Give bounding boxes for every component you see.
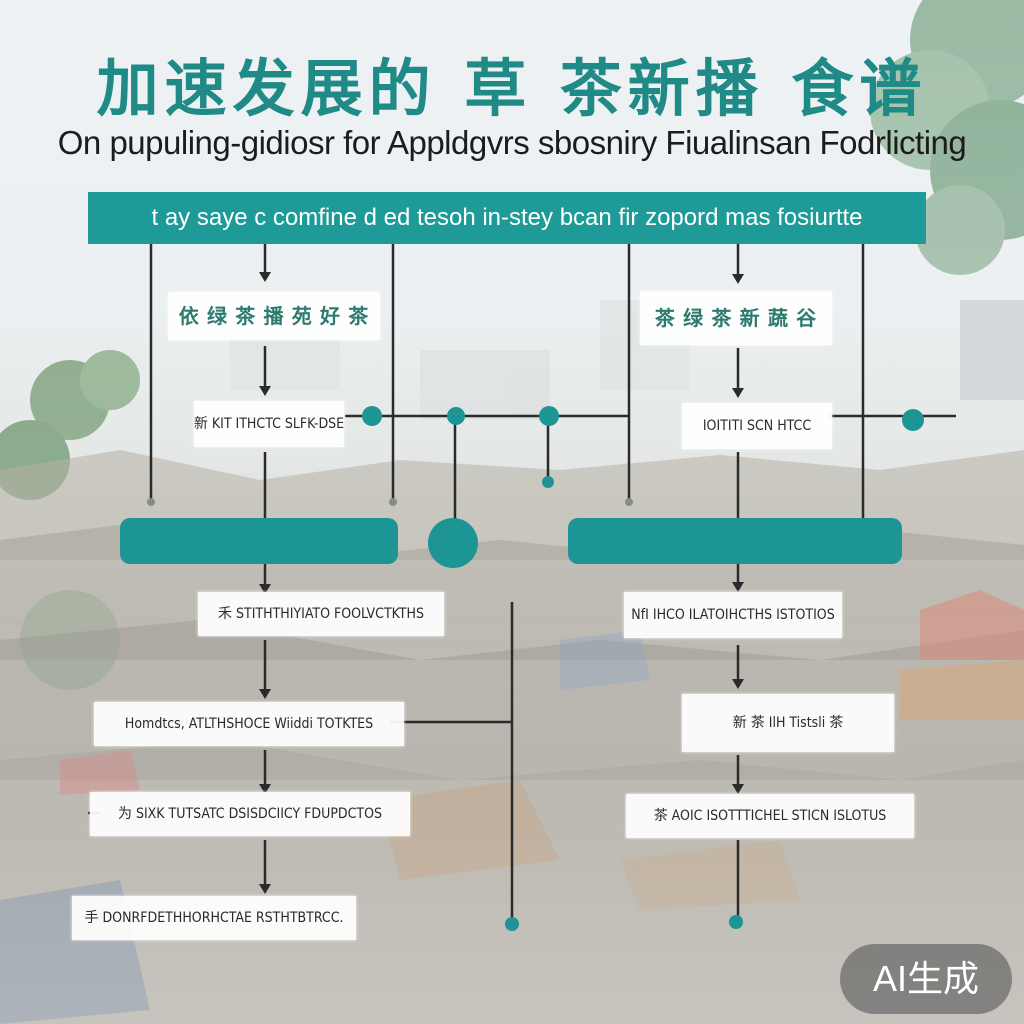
right-top-node: 茶 绿 茶 新 蔬 谷 (640, 291, 832, 345)
arrow-head (732, 784, 744, 794)
junction-dot (447, 407, 465, 425)
arrow-head (259, 386, 271, 396)
left-node-4: 为 SIXK TUTSATC DSISDCIICY FDUPDCTOS (90, 792, 410, 836)
left-node-5: 手 DONRFDETHHORHCTAE RSTHTBTRCC. (72, 896, 356, 940)
arrow-head (259, 784, 271, 794)
right-process-bar (568, 518, 902, 564)
arrow-head (259, 689, 271, 699)
right-node-2: NfI IHCO ILATOIHCTHS ISTOTIOS (624, 592, 842, 638)
arrow-head (732, 679, 744, 689)
arrow-head (732, 582, 744, 592)
top-banner: t ay saye c comfine d ed tesoh in-stey b… (88, 192, 926, 244)
left-node-2: 禾 STITHTHIYIATO FOOLVCTKTHS (198, 592, 444, 636)
center-hub-node (428, 518, 478, 568)
arrow-head (732, 388, 744, 398)
junction-dot (362, 406, 382, 426)
arrow-head (259, 884, 271, 894)
left-top-node: 依 绿 茶 播 苑 好 茶 (168, 292, 380, 340)
junction-dot (902, 409, 924, 431)
left-node-3: Homdtcs, ATLTHSHOCE Wiiddi TOTKTES (94, 702, 404, 746)
right-node-4: 茶 AOIC ISOTTTICHEL STICN ISLOTUS (626, 794, 914, 838)
poster-title: 加速发展的 草 茶新播 食谱 (96, 52, 928, 125)
junction-dot (729, 915, 743, 929)
line-end-dot (147, 498, 155, 506)
line-end-dot (625, 498, 633, 506)
right-node-3: 新 茶 IlH Tistsli 茶 (682, 694, 894, 752)
poster-subtitle: On pupuling-gidiosr for Appldgvrs sbosni… (57, 124, 967, 161)
left-node-1: 新 KIT ITHCTC SLFK-DSE (194, 401, 344, 447)
junction-dot (542, 476, 554, 488)
right-node-1: IOITITI SCN HTCC (682, 403, 832, 449)
left-process-bar (120, 518, 398, 564)
junction-dot (505, 917, 519, 931)
junction-dot (539, 406, 559, 426)
arrow-head (259, 584, 271, 594)
arrow-head (259, 272, 271, 282)
ai-generated-badge: AI生成 (840, 944, 1012, 1014)
line-end-dot (389, 498, 397, 506)
arrow-head (732, 274, 744, 284)
